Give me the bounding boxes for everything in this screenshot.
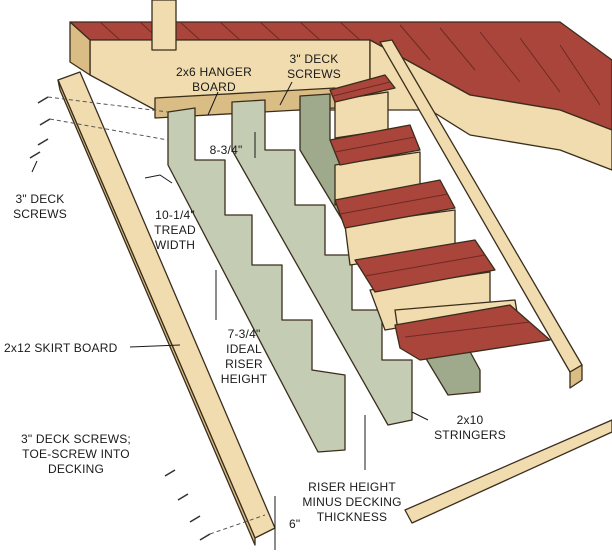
deck-screws-left-label-2: SCREWS [13, 207, 67, 221]
stringer-left [167, 107, 346, 453]
deck-board-lines [99, 21, 601, 106]
deck-screws-bottom-label-3: DECKING [48, 462, 104, 476]
riser-height-label-1: RISER HEIGHT [308, 480, 396, 494]
leader-lines [31, 81, 429, 550]
deck-screws-top-label-1: 3" DECK [289, 52, 338, 66]
hanger-board-label-1: 2x6 HANGER [176, 65, 252, 79]
stringers-label-2: STRINGERS [434, 428, 506, 442]
deck-screws-top-label-2: SCREWS [287, 67, 341, 81]
deck-screws-left-label-1: 3" DECK [15, 192, 64, 206]
ideal-riser-label-2: IDEAL [226, 342, 262, 356]
ideal-riser-label-4: HEIGHT [221, 372, 268, 386]
ideal-riser-label-3: RISER [225, 357, 263, 371]
riser-height-label-2: MINUS DECKING [302, 495, 401, 509]
labels: 2x6 HANGER BOARD 3" DECK SCREWS 8-3/4" 3… [4, 52, 506, 531]
screws [29, 96, 211, 541]
screw [37, 138, 49, 146]
stair-treads [329, 74, 551, 361]
tread-board-lines [332, 81, 531, 338]
right-rim-joist [369, 39, 612, 171]
tread-width-label-2: TREAD [154, 223, 196, 237]
skirt-board-label: 2x12 SKIRT BOARD [4, 341, 118, 355]
skirt-board-right-end [569, 364, 583, 389]
stringers-label-1: 2x10 [457, 413, 484, 427]
bottom-board [404, 419, 612, 524]
skirt-board-left-edge [57, 79, 256, 546]
tread-width-label-1: 10-1/4" [155, 208, 195, 222]
dim-hanger-label: 8-3/4" [210, 143, 243, 157]
deck-screws-bottom-label-1: 3" DECK SCREWS; [21, 432, 131, 446]
screw [189, 515, 201, 523]
rim-joist-end [69, 21, 91, 76]
screw [177, 493, 189, 501]
screw [39, 118, 51, 126]
ideal-riser-label-1: 7-3/4" [228, 327, 261, 341]
stringer-middle [231, 99, 413, 426]
deck-post [151, 0, 177, 51]
screw [29, 151, 41, 159]
hanger-board-label-2: BOARD [192, 80, 236, 94]
dim-bottom-label: 6" [289, 517, 300, 531]
tread-5 [394, 304, 551, 361]
screw-paths [47, 96, 266, 535]
deck-screws-bottom-label-2: TOE-SCREW INTO [22, 447, 130, 461]
screw [164, 469, 176, 477]
screw [37, 96, 49, 104]
screw [199, 533, 211, 541]
riser-height-label-3: THICKNESS [317, 510, 387, 524]
tread-width-label-3: WIDTH [155, 238, 195, 252]
